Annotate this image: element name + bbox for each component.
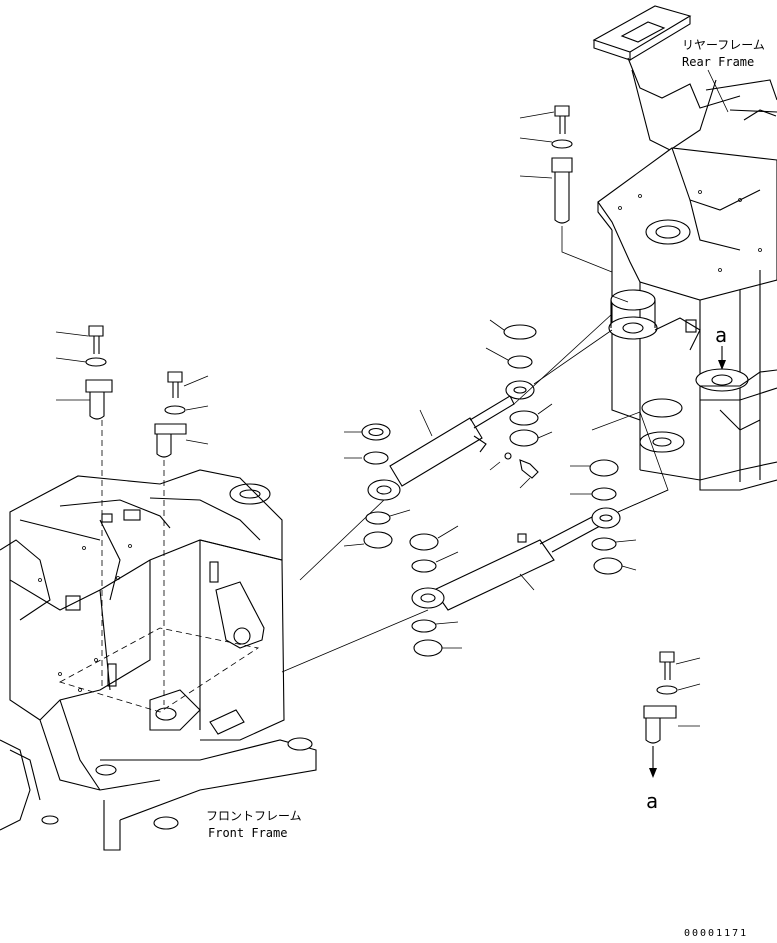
arrow-down-icon	[718, 346, 726, 370]
bushings-lower	[409, 459, 637, 657]
drawing-number: 00001171	[684, 928, 748, 939]
steering-cylinder-upper	[299, 329, 613, 581]
front-frame-label-jp: フロントフレーム	[206, 809, 302, 823]
rear-frame-leader	[707, 69, 729, 113]
rear-frame	[592, 5, 777, 491]
front-frame-label-en: Front Frame	[208, 826, 287, 840]
alignment-guide	[58, 627, 260, 713]
front-frame	[0, 469, 317, 851]
pin-group-bottom	[643, 651, 701, 744]
arrow-down-icon	[649, 746, 657, 778]
assembly-guide-upper	[513, 313, 613, 405]
reference-label-bottom: a	[646, 789, 658, 813]
pin-group-rear	[519, 105, 629, 303]
rear-frame-label-en: Rear Frame	[682, 55, 754, 69]
bushings-upper	[343, 319, 553, 549]
pin-group-front-left	[55, 325, 113, 690]
grease-fitting	[489, 452, 539, 489]
pin-group-front-center	[154, 371, 209, 705]
assembly-guide	[591, 411, 669, 513]
rear-frame-label-jp: リヤーフレーム	[682, 38, 765, 52]
steering-cylinder-lower	[281, 489, 669, 673]
reference-label-top: a	[715, 323, 727, 347]
